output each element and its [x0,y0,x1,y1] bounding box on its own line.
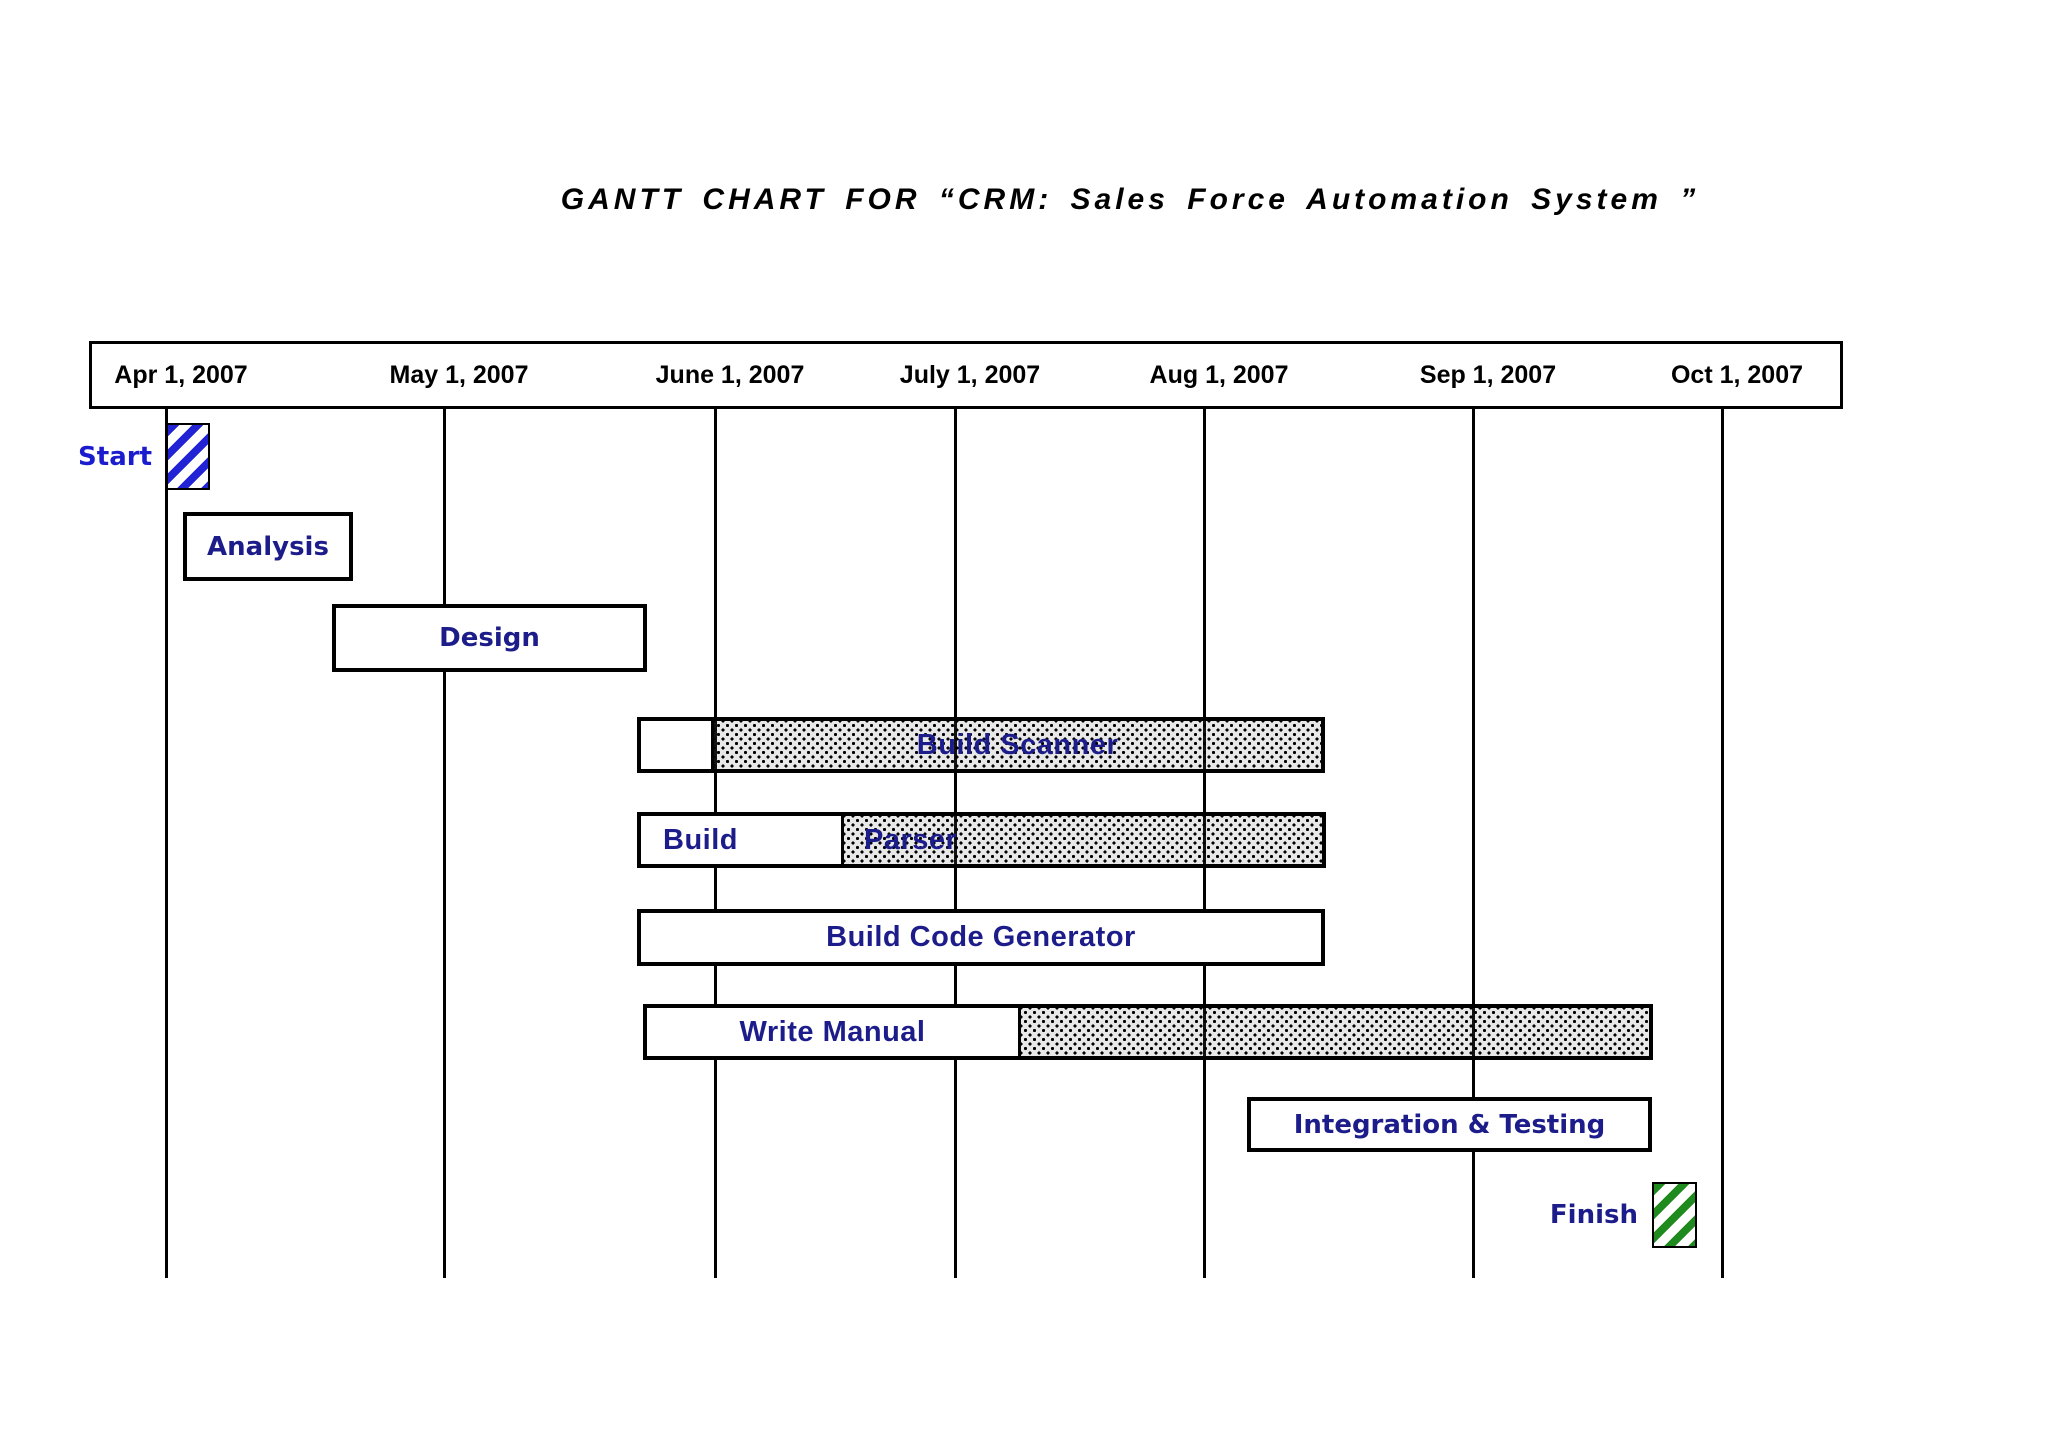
month-gridline [443,409,446,1278]
timeline-date-label: Aug 1, 2007 [1149,361,1289,389]
task-label: Build Scanner [916,728,1119,761]
month-gridline [165,409,168,1278]
month-gridline [1721,409,1724,1278]
finish-label: Finish [1549,1200,1638,1230]
task-segment-plain: Design [336,608,643,668]
month-gridline [1472,409,1475,1278]
task-segment-dotted: Build Scanner [711,721,1321,769]
finish-milestone-swatch [1652,1182,1697,1248]
task-segment-plain: Build Code Generator [641,913,1321,962]
task-bar-write-manual: Write Manual [643,1004,1653,1060]
timeline-date-label: June 1, 2007 [655,361,805,389]
task-segment-plain: Integration & Testing [1251,1101,1648,1148]
timeline-date-label: Oct 1, 2007 [1670,361,1804,389]
task-label: Write Manual [739,1015,926,1048]
timeline-date-label: Apr 1, 2007 [114,361,248,389]
timeline-date-label: July 1, 2007 [899,361,1041,389]
start-milestone-swatch [166,423,210,490]
task-label: Build [663,823,738,856]
task-segment-dotted [1018,1008,1649,1056]
chart-title: GANTT CHART FOR “CRM: Sales Force Automa… [560,183,1700,216]
task-bar-build-parser: Build Parser [637,812,1326,868]
timeline-header-box [89,341,1843,409]
timeline-date-label: Sep 1, 2007 [1419,361,1557,389]
task-label: Analysis [207,531,329,562]
task-bar-build-scanner: Build Scanner [637,717,1325,773]
task-segment-plain: Build [641,816,841,864]
task-segment-dotted: Parser [841,816,1322,864]
timeline-date-label: May 1, 2007 [389,361,529,389]
task-segment-plain: Analysis [187,516,349,577]
task-bar-analysis: Analysis [183,512,353,581]
task-segment-plain [641,721,711,769]
task-label: Design [439,623,540,653]
task-label: Parser [864,823,958,856]
task-bar-build-code-generator: Build Code Generator [637,909,1325,966]
task-label: Build Code Generator [826,921,1136,953]
task-bar-integration-testing: Integration & Testing [1247,1097,1652,1152]
task-label: Integration & Testing [1293,1109,1606,1140]
start-label: Start [78,441,152,472]
task-bar-design: Design [332,604,647,672]
task-segment-plain: Write Manual [647,1008,1018,1056]
